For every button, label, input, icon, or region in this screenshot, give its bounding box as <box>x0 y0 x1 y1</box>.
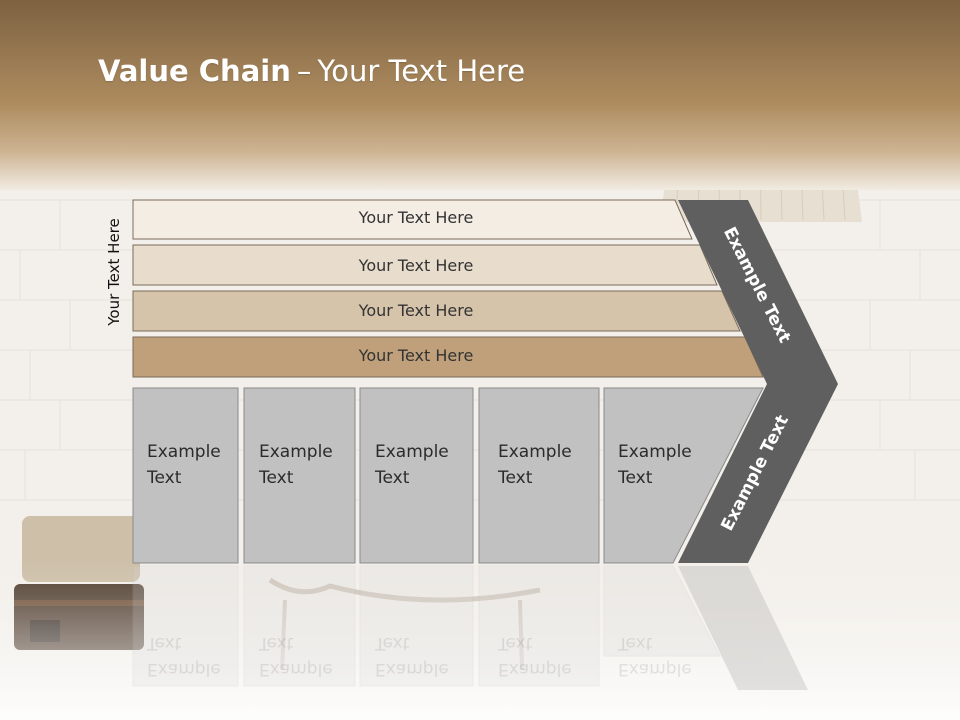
activity-box-3-reflection: Example Text <box>375 630 449 682</box>
reflection-line2: Text <box>618 633 653 653</box>
activity-box-4-reflection: Example Text <box>498 630 572 682</box>
row-bar-1 <box>132 199 693 240</box>
row-label-3: Your Text Here <box>358 301 474 320</box>
row-label-4: Your Text Here <box>358 346 474 365</box>
activity-box-1-label: Example Text <box>147 439 221 491</box>
reflection-line1: Example <box>375 659 449 679</box>
activity-box-4-label: Example Text <box>498 439 572 491</box>
activity-box-2-reflection: Example Text <box>259 630 333 682</box>
reflection-line2: Text <box>147 633 182 653</box>
activity-box-2-line1: Example <box>259 442 333 462</box>
boxes-reflection <box>132 565 808 690</box>
activity-box-5 <box>603 387 764 564</box>
reflection-line2: Text <box>498 633 533 653</box>
activity-box-5-line1: Example <box>618 442 692 462</box>
activity-box-5-label: Example Text <box>618 439 692 491</box>
reflection-line1: Example <box>618 659 692 679</box>
activity-box-3-label: Example Text <box>375 439 449 491</box>
activity-box-2 <box>243 387 356 564</box>
activity-box-5-line2: Text <box>618 468 653 488</box>
row-bar-2 <box>132 244 718 286</box>
activity-box-3-line1: Example <box>375 442 449 462</box>
activity-box-2-line2: Text <box>259 468 294 488</box>
row-bar-3 <box>132 290 741 332</box>
title-rest: Your Text Here <box>317 54 526 88</box>
margin-chevron-upper <box>678 200 838 384</box>
row-label-1: Your Text Here <box>358 208 474 227</box>
activity-box-1 <box>132 387 239 564</box>
activity-box-5-reflection: Example Text <box>618 630 692 682</box>
slide-title: Value Chain–Your Text Here <box>98 54 525 88</box>
activity-box-3-line2: Text <box>375 468 410 488</box>
row-bar-4 <box>132 336 764 378</box>
reflection-line2: Text <box>375 633 410 653</box>
reflection-line1: Example <box>498 659 572 679</box>
activity-box-4-line1: Example <box>498 442 572 462</box>
title-separator: – <box>296 54 312 88</box>
margin-chevron-lower <box>678 384 838 563</box>
activity-box-1-line1: Example <box>147 442 221 462</box>
activity-box-2-label: Example Text <box>259 439 333 491</box>
title-bold: Value Chain <box>98 54 291 88</box>
activity-box-4 <box>478 387 600 564</box>
activity-box-4-line2: Text <box>498 468 533 488</box>
activity-box-3 <box>359 387 474 564</box>
reflection-line2: Text <box>259 633 294 653</box>
reflection-line1: Example <box>147 659 221 679</box>
activity-box-1-reflection: Example Text <box>147 630 221 682</box>
activity-box-1-line2: Text <box>147 468 182 488</box>
row-label-2: Your Text Here <box>358 256 474 275</box>
reflection-line1: Example <box>259 659 333 679</box>
